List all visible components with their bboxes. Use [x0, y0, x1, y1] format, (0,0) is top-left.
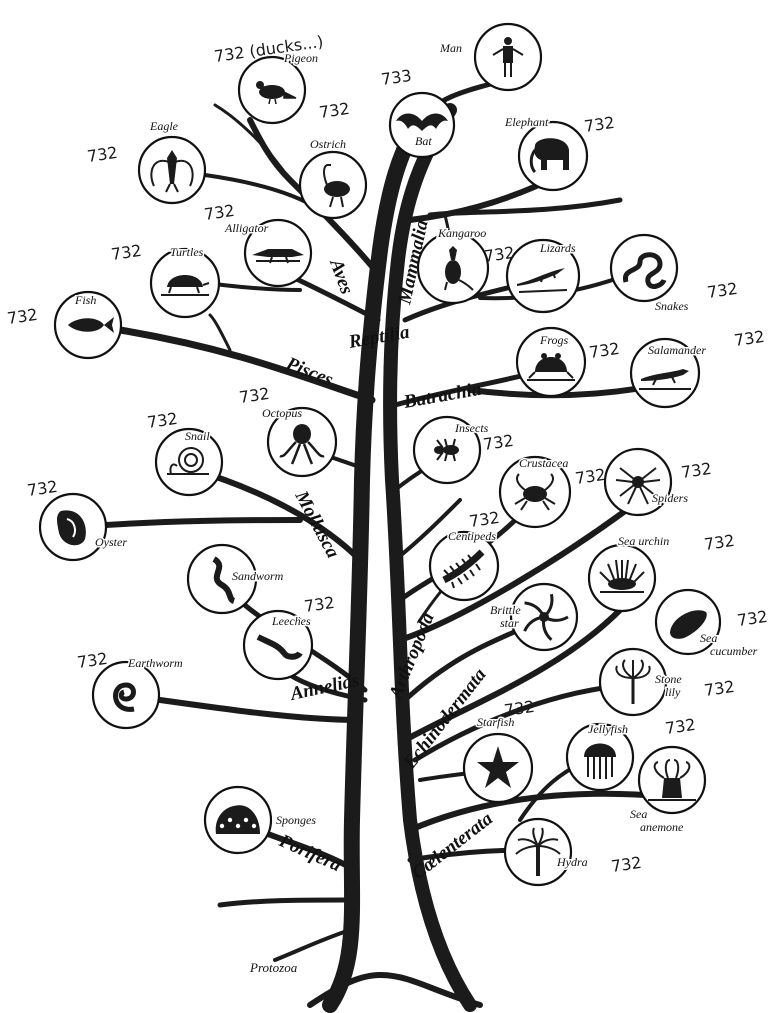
handwritten-note-fish: 732 — [6, 305, 39, 328]
handwritten-note-frogs: 732 — [588, 339, 621, 362]
organism-node-lizards: Lizards — [507, 240, 579, 312]
organism-node-snail: Snail — [156, 429, 222, 495]
organism-label-elephant: Elephant — [504, 115, 549, 129]
organism-node-sandworm: Sandworm — [188, 545, 284, 613]
organism-label-snail: Snail — [185, 429, 210, 443]
organism-node-stone-lily: Stonelily — [600, 649, 682, 715]
organism-circle — [93, 662, 159, 728]
organism-label-fish: Fish — [74, 293, 96, 307]
organism-node-hydra: Hydra — [505, 819, 588, 885]
handwritten-note-turtles: 732 — [110, 241, 143, 264]
group-label-porifera: Porifera — [275, 830, 345, 876]
handwritten-note-eagle: 732 — [86, 143, 119, 166]
group-label-aves: Aves — [325, 256, 357, 298]
branch-stroke — [75, 520, 300, 527]
handwritten-note-octopus: 732 — [238, 384, 271, 407]
branch-stroke — [125, 695, 360, 720]
organism-label-ostrich: Ostrich — [310, 137, 346, 151]
organism-label-sponges: Sponges — [276, 813, 316, 827]
jellyfish-icon — [584, 744, 616, 780]
organism-node-pigeon: Pigeon — [239, 51, 318, 123]
handwritten-note-sea-cucumber: 732 — [736, 607, 769, 630]
organism-node-man: Man — [439, 24, 541, 90]
organism-node-insects: Insects — [414, 417, 489, 483]
organism-node-eagle: Eagle — [139, 119, 205, 203]
organism-label-man: Man — [439, 41, 462, 55]
organism-node-sea-anemone: Seaanemone — [630, 747, 705, 834]
organism-circle — [611, 235, 677, 301]
tree-branches — [75, 80, 680, 1005]
root-label-protozoa: Protozoa — [249, 960, 298, 975]
organism-label-sea-urchin: Sea urchin — [618, 534, 669, 548]
organism-label-spiders: Spiders — [652, 491, 688, 505]
organism-label-alligator: Alligator — [224, 221, 269, 235]
organism-node-jellyfish: Jellyfish — [567, 722, 633, 790]
organism-label-turtles: Turtles — [170, 245, 204, 259]
organism-label-kangaroo: Kangaroo — [437, 226, 486, 240]
organism-label-sandworm: Sandworm — [232, 569, 284, 583]
organism-node-sea-urchin: Sea urchin — [589, 534, 669, 611]
branch-stroke — [220, 900, 345, 905]
handwritten-note-earthworm: 732 — [76, 649, 109, 672]
group-label-reptilia: Reptilia — [346, 322, 411, 354]
organism-label-eagle: Eagle — [149, 119, 179, 133]
group-label-mollusca: Mollusca — [290, 487, 343, 563]
group-label-coelenterata: Cœlenterata — [408, 808, 497, 884]
organism-label-insects: Insects — [454, 421, 489, 435]
branch-stroke — [430, 200, 620, 215]
organism-node-crustacea: Crustacea — [500, 456, 570, 527]
handwritten-note-oyster: 732 — [26, 477, 59, 500]
organism-label-salamander: Salamander — [648, 343, 706, 357]
organism-label-centipeds: Centipeds — [448, 529, 496, 543]
organism-node-centipeds: Centipeds — [430, 529, 498, 600]
organism-label-jellyfish: Jellyfish — [588, 722, 628, 736]
branch-stroke — [275, 930, 350, 960]
handwritten-note-jellyfish: 732 — [664, 715, 697, 738]
organism-label-bat: Bat — [415, 134, 432, 148]
organism-node-alligator: Alligator — [224, 220, 311, 286]
handwritten-note-ostrich: 732 — [318, 99, 351, 122]
organism-node-octopus: Octopus — [262, 406, 336, 476]
organism-node-frogs: Frogs — [517, 328, 585, 396]
handwritten-note-insects: 732 — [482, 431, 515, 454]
organism-node-salamander: Salamander — [631, 339, 706, 407]
handwritten-note-elephant: 732 — [583, 113, 616, 136]
handwritten-note-stone-lily: 732 — [703, 677, 736, 700]
organism-node-ostrich: Ostrich — [300, 137, 366, 218]
organism-label-oyster: Oyster — [95, 535, 127, 549]
organism-node-bat: Bat — [390, 93, 454, 157]
organism-node-snakes: Snakes — [611, 235, 689, 313]
organism-node-elephant: Elephant — [504, 115, 587, 190]
organism-label-octopus: Octopus — [262, 406, 302, 420]
handwritten-note-snail: 732 — [146, 409, 179, 432]
handwritten-note-crustacea: 732 — [574, 465, 607, 488]
organism-label-crustacea: Crustacea — [519, 456, 568, 470]
organism-node-fish: Fish — [55, 292, 121, 358]
organism-label-hydra: Hydra — [556, 855, 588, 869]
organism-node-turtles: Turtles — [151, 245, 219, 317]
organism-label-earthworm: Earthworm — [127, 656, 183, 670]
handwritten-note-leeches: 732 — [303, 593, 336, 616]
organism-label-leeches: Leeches — [271, 614, 311, 628]
handwritten-note-centipeds: 732 — [468, 508, 501, 531]
organism-node-leeches: Leeches — [244, 611, 312, 679]
organism-label-frogs: Frogs — [539, 333, 569, 347]
organism-label-snakes: Snakes — [655, 299, 689, 313]
handwritten-note-starfish: 732 — [503, 697, 536, 720]
group-label-pisces: Pisces — [282, 353, 336, 391]
branch-stroke — [210, 315, 230, 350]
handwritten-note-hydra: 732 — [610, 853, 643, 876]
group-label-batrachia: Batrachia — [401, 379, 483, 414]
organism-label-lizards: Lizards — [539, 241, 576, 255]
handwritten-note-snakes: 732 — [706, 279, 739, 302]
handwritten-note-bat: 733 — [380, 66, 413, 89]
organism-node-spiders: Spiders — [605, 449, 688, 515]
handwritten-note-sea-urchin: 732 — [703, 531, 736, 554]
handwritten-note-spiders: 732 — [680, 459, 713, 482]
handwritten-note-salamander: 732 — [733, 327, 766, 350]
